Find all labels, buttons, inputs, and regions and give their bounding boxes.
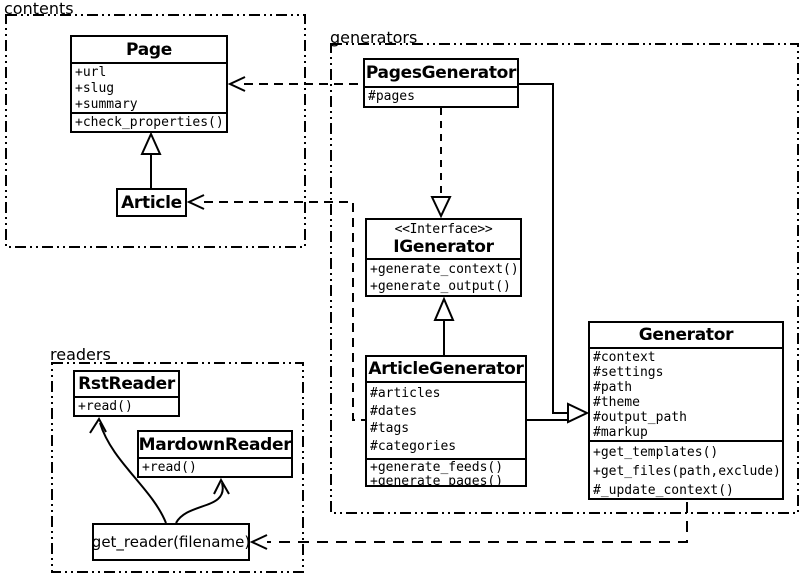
class-igenerator-stereotype: <<Interface>> xyxy=(394,221,493,237)
edge-getreader-mardownreader xyxy=(175,482,224,524)
generalization-arrow-page xyxy=(140,131,162,155)
class-rstreader: RstReader +read() xyxy=(73,370,180,417)
class-articlegenerator-method: +generate_pages() xyxy=(370,473,504,487)
class-articlegenerator-attr: #tags xyxy=(370,421,410,436)
class-page-title: Page xyxy=(126,39,172,60)
package-generators-border xyxy=(330,43,799,514)
edge-getreader-rstreader xyxy=(99,422,167,524)
class-igenerator-method: +generate_output() xyxy=(370,279,511,294)
package-readers-border xyxy=(51,362,304,573)
class-igenerator-title: IGenerator xyxy=(393,236,494,257)
edge-pagesgenerator-generator xyxy=(519,83,568,414)
class-generator-attr: #context xyxy=(593,350,656,365)
edge-generator-getreader xyxy=(267,502,688,543)
package-contents-label: contents xyxy=(4,0,74,18)
class-generator-attr: #markup xyxy=(593,425,648,440)
class-mardownreader: MardownReader +read() xyxy=(137,430,293,478)
class-article: Article xyxy=(116,188,187,217)
class-igenerator: <<Interface>> IGenerator +generate_conte… xyxy=(365,218,522,297)
class-generator-title: Generator xyxy=(638,325,734,345)
class-mardownreader-title: MardownReader xyxy=(139,434,291,455)
open-arrow-mardownreader xyxy=(213,477,230,495)
class-page-method: +check_properties() xyxy=(75,115,224,130)
class-rstreader-method: +read() xyxy=(78,399,133,414)
class-articlegenerator-title: ArticleGenerator xyxy=(368,359,524,379)
class-page-attr: +url xyxy=(75,65,107,80)
class-generator-attr: #settings xyxy=(593,365,664,380)
class-generator-attr: #path xyxy=(593,380,633,395)
class-pagesgenerator: PagesGenerator #pages xyxy=(363,58,519,108)
open-arrow-rstreader xyxy=(89,417,107,434)
class-rstreader-title: RstReader xyxy=(78,374,175,394)
edge-articlegenerator-article xyxy=(204,201,365,421)
class-igenerator-method: +generate_context() xyxy=(370,262,519,277)
generalization-arrow-generator xyxy=(567,402,590,424)
class-generator-method: +get_files(path,exclude) xyxy=(593,464,781,479)
class-articlegenerator-attr: #categories xyxy=(370,438,457,454)
open-arrow-article xyxy=(186,194,205,210)
class-generator-attr: #output_path xyxy=(593,410,687,425)
class-articlegenerator-method: +generate_feeds() xyxy=(370,460,504,475)
node-get-reader-label: get_reader(filename) xyxy=(91,533,251,551)
package-readers-label: readers xyxy=(50,345,111,364)
open-arrow-getreader xyxy=(249,534,268,550)
class-page: Page +url +slug +summary +check_properti… xyxy=(70,35,228,133)
generalization-arrow-igenerator-bottom xyxy=(433,296,455,321)
open-arrow-page xyxy=(227,76,246,92)
class-articlegenerator: ArticleGenerator #articles #dates #tags … xyxy=(365,355,527,487)
generalization-arrow-igenerator-top xyxy=(430,196,452,219)
class-articlegenerator-attr: #dates xyxy=(370,403,417,419)
node-get-reader: get_reader(filename) xyxy=(92,523,250,561)
class-page-attr: +summary xyxy=(75,97,138,112)
class-pagesgenerator-attr: #pages xyxy=(368,89,415,104)
class-pagesgenerator-title: PagesGenerator xyxy=(365,63,517,83)
class-generator-attr: #theme xyxy=(593,395,640,410)
package-generators-label: generators xyxy=(330,28,418,47)
class-mardownreader-method: +read() xyxy=(142,460,197,475)
class-generator-method: +get_templates() xyxy=(593,445,719,460)
package-contents-border xyxy=(5,14,306,248)
class-article-title: Article xyxy=(121,192,182,213)
class-generator: Generator #context #settings #path #them… xyxy=(588,321,784,500)
class-articlegenerator-attr: #articles xyxy=(370,386,441,401)
class-generator-method: #_update_context() xyxy=(593,483,734,498)
class-page-attr: +slug xyxy=(75,81,115,96)
edge-articlegenerator-generator xyxy=(527,413,569,421)
